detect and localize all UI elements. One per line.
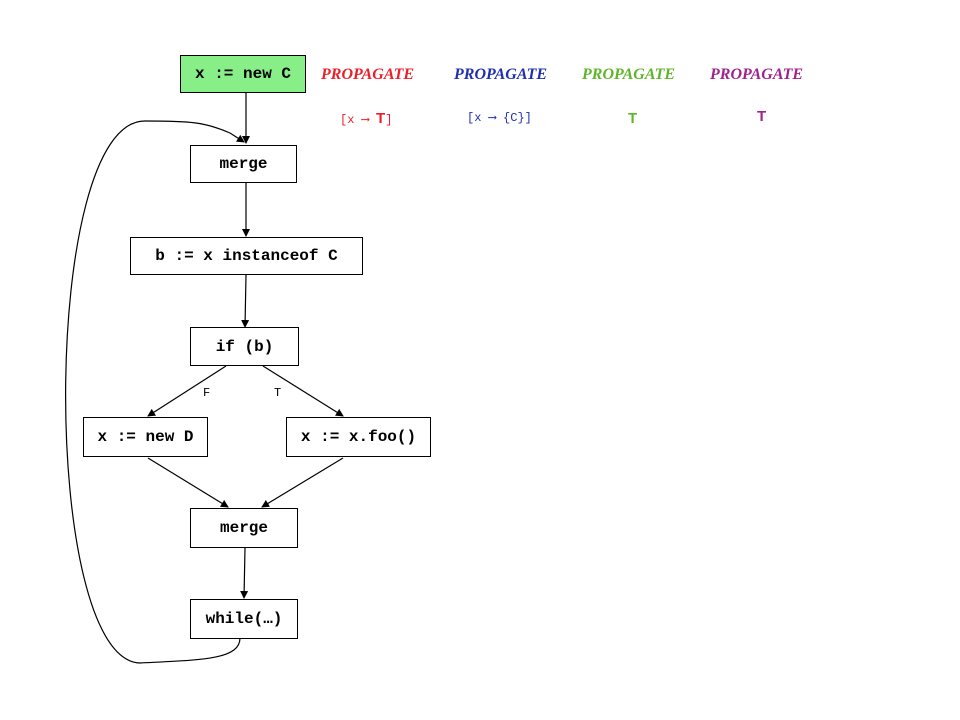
maps-to-arrow: ⟶: [361, 113, 377, 127]
node-merge-top[interactable]: merge: [190, 145, 297, 183]
edge-new-d-to-merge: [147, 457, 229, 508]
edge-label-true: T: [274, 386, 282, 400]
node-new-c[interactable]: x := new C: [180, 55, 306, 93]
node-while[interactable]: while(…): [190, 599, 298, 639]
fact-top-value: T: [628, 110, 638, 127]
node-new-d[interactable]: x := new D: [83, 417, 208, 457]
node-merge-bottom[interactable]: merge: [190, 508, 298, 548]
node-if[interactable]: if (b): [190, 327, 299, 366]
propagate-label-1: PROPAGATE: [321, 66, 415, 83]
propagate-label-2: PROPAGATE: [454, 66, 548, 83]
edge-instanceof-to-if: [241, 274, 250, 328]
edge-label-false: F: [203, 386, 211, 400]
fact-open-bracket: [x: [467, 111, 489, 125]
edge-loop-back: [65, 120, 245, 664]
fact-open-bracket: [x: [340, 113, 362, 127]
edge-foo-to-merge: [261, 457, 344, 508]
edge-if-false-to-new-d: [147, 365, 227, 417]
maps-to-arrow: ⟶: [488, 111, 504, 125]
edge-merge-to-while: [240, 547, 249, 599]
fact-close-bracket: ]: [524, 111, 532, 125]
fact-analysis-2: [x ⟶ {C}]: [467, 110, 532, 125]
propagate-label-3: PROPAGATE: [582, 66, 676, 83]
fact-analysis-4: T: [757, 108, 766, 125]
fact-analysis-3: T: [628, 110, 637, 127]
fact-analysis-1: [x ⟶ T]: [340, 110, 392, 127]
fact-top-value: T: [376, 110, 386, 127]
edge-if-true-to-foo: [262, 365, 344, 417]
fact-set-value: {C}: [503, 111, 525, 125]
node-foo[interactable]: x := x.foo(): [286, 417, 431, 457]
node-instanceof[interactable]: b := x instanceof C: [130, 237, 363, 275]
fact-top-value: T: [757, 108, 767, 125]
fact-close-bracket: ]: [385, 113, 393, 127]
propagate-label-4: PROPAGATE: [710, 66, 804, 83]
